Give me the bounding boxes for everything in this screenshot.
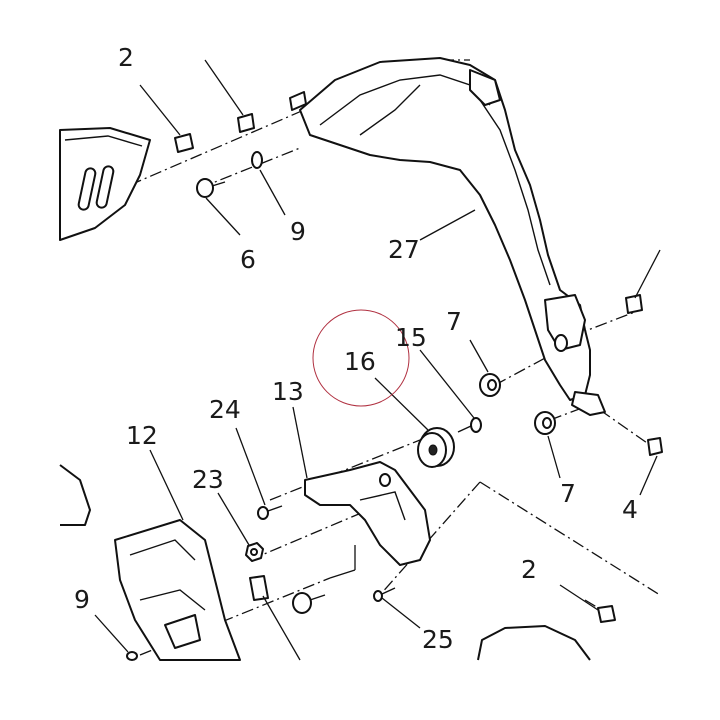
clip-nut-part-2-top bbox=[174, 133, 194, 153]
leader-lines bbox=[94, 59, 661, 661]
screw-part-25 bbox=[373, 587, 396, 602]
callout-2-bottom: 2 bbox=[521, 555, 537, 584]
callout-23: 23 bbox=[192, 465, 224, 494]
callout-24: 24 bbox=[209, 395, 241, 424]
clip-nut-upper bbox=[237, 113, 255, 133]
grommet-part-7-bottom bbox=[534, 411, 556, 435]
spacer-part-16 bbox=[417, 427, 455, 468]
callout-25: 25 bbox=[422, 625, 454, 654]
callout-6: 6 bbox=[240, 245, 256, 274]
clip-nut-part-4 bbox=[647, 437, 663, 456]
callout-7-top: 7 bbox=[446, 307, 462, 336]
left-cover-panel-top bbox=[59, 127, 151, 241]
callout-27: 27 bbox=[388, 235, 420, 264]
bolt-part-15 bbox=[457, 417, 482, 433]
callout-4: 4 bbox=[622, 495, 638, 524]
nut-part-23 bbox=[245, 542, 264, 562]
cover-panel-lower-right bbox=[477, 625, 591, 661]
callout-labels: 2 6 9 27 7 15 16 7 4 24 13 12 23 2 9 25 bbox=[74, 43, 638, 654]
cover-panel-part-12 bbox=[114, 519, 241, 661]
fairing-frame-part-27 bbox=[289, 57, 606, 416]
clip-nut-part-2-bottom bbox=[597, 605, 616, 623]
grommet-part-7-top bbox=[479, 373, 501, 397]
washer-part-9-top bbox=[251, 151, 263, 169]
callout-7-bottom: 7 bbox=[560, 479, 576, 508]
callout-9-bottom: 9 bbox=[74, 585, 90, 614]
screw-large-lower bbox=[292, 592, 326, 614]
screw-part-24 bbox=[257, 505, 283, 520]
callout-12: 12 bbox=[126, 421, 158, 450]
callout-16: 16 bbox=[344, 347, 376, 376]
highlight-circle-part-16 bbox=[312, 309, 410, 407]
callout-9-top: 9 bbox=[290, 217, 306, 246]
clip-nut-right-upper bbox=[625, 294, 643, 314]
callout-2-top: 2 bbox=[118, 43, 134, 72]
washer-part-9-bottom bbox=[126, 651, 138, 661]
bracket-part-13 bbox=[304, 461, 431, 579]
cover-panel-edge-left bbox=[59, 464, 91, 526]
clip-nut-lower bbox=[249, 575, 269, 601]
screw-part-6 bbox=[196, 178, 226, 198]
callout-13: 13 bbox=[272, 377, 304, 406]
callout-15: 15 bbox=[395, 323, 427, 352]
